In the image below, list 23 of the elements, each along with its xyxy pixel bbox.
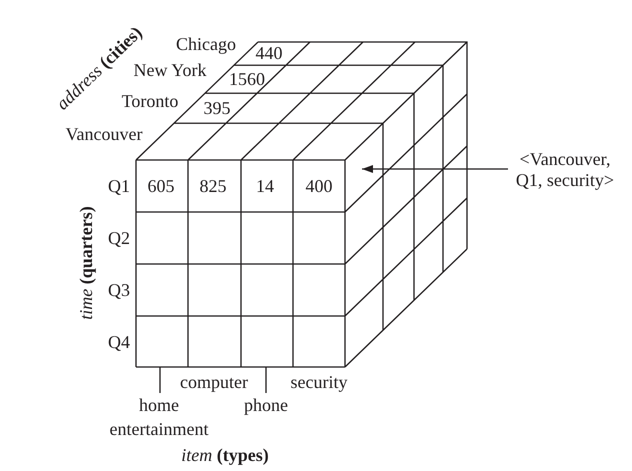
city-label: Vancouver (66, 123, 142, 145)
city-label: Toronto (122, 90, 178, 112)
item-label: computer (180, 371, 248, 393)
cell-value: 400 (306, 175, 332, 197)
item-label: phone (244, 393, 288, 417)
quarter-label: Q3 (108, 279, 130, 301)
leader-line (265, 367, 267, 393)
quarter-label: Q1 (108, 175, 130, 197)
cell-value: 395 (204, 97, 230, 119)
cell-coordinate-label: <Vancouver, Q1, security> (508, 149, 622, 191)
cell-value: 1560 (229, 68, 265, 90)
axis-title: item (types) (181, 444, 269, 466)
leader-arrow (362, 165, 508, 173)
cell-value: 440 (256, 42, 282, 64)
quarter-label: Q2 (108, 227, 130, 249)
cell-value: 825 (200, 175, 226, 197)
leader-line (159, 367, 161, 393)
city-label: Chicago (176, 33, 236, 55)
item-label: security (290, 371, 348, 393)
cell-value: 605 (148, 175, 174, 197)
quarter-label: Q4 (108, 331, 130, 353)
axis-title: time (quarters) (75, 206, 97, 320)
cell-value: 14 (256, 175, 274, 197)
